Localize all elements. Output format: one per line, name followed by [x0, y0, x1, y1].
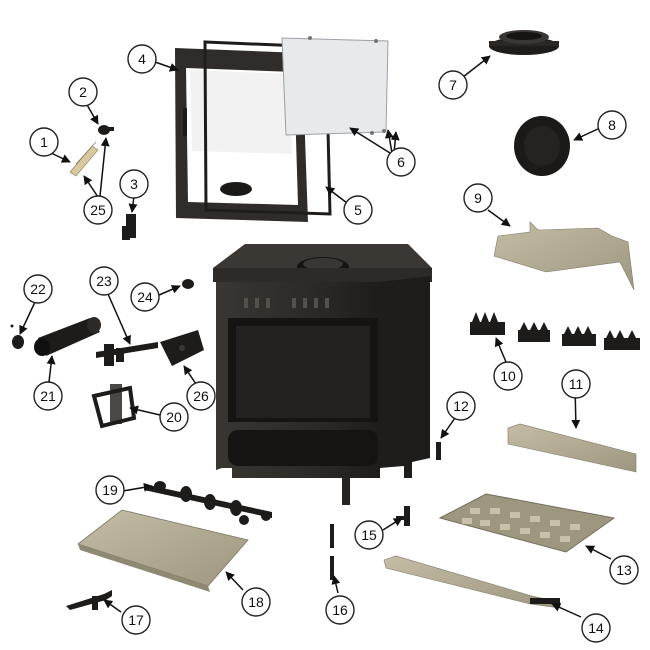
svg-text:14: 14 [588, 620, 604, 636]
callout-7: 7 [438, 70, 468, 100]
part-15-riddling-bracket [396, 506, 410, 526]
svg-text:24: 24 [137, 289, 153, 305]
callout-24: 24 [130, 282, 160, 312]
part-10-firebrick-supports [470, 312, 640, 350]
part-12-clip [436, 442, 441, 460]
svg-text:21: 21 [40, 388, 56, 404]
part-4-door [175, 48, 308, 222]
part-13-grate [438, 493, 616, 553]
svg-text:9: 9 [474, 190, 482, 206]
callout-18: 18 [241, 587, 271, 617]
leader-lines [19, 55, 612, 618]
part-14-ash-grate-bar [383, 555, 561, 609]
svg-text:5: 5 [354, 202, 362, 218]
callout-3: 3 [119, 169, 149, 199]
callout-11: 11 [561, 369, 591, 399]
part-24-small-knob [182, 279, 194, 289]
part-2-handle-knob [98, 125, 114, 135]
svg-text:11: 11 [569, 376, 584, 392]
svg-text:13: 13 [616, 562, 632, 578]
part-7-flue-collar [489, 30, 559, 55]
callout-15: 15 [354, 520, 384, 550]
svg-text:15: 15 [361, 527, 377, 543]
callout-4: 4 [127, 44, 157, 74]
callout-2: 2 [68, 77, 98, 107]
svg-text:10: 10 [500, 368, 516, 384]
callout-5: 5 [343, 195, 373, 225]
part-3-latch [122, 214, 136, 240]
svg-text:8: 8 [608, 117, 616, 133]
svg-text:19: 19 [102, 482, 118, 498]
callout-21: 21 [33, 381, 63, 411]
part-9-baffle [493, 221, 635, 291]
part-22-knob [10, 324, 24, 349]
svg-text:25: 25 [90, 202, 106, 218]
svg-text:4: 4 [138, 51, 146, 67]
part-8-blanking-plate [514, 116, 570, 176]
part-20-bracket [91, 384, 137, 429]
callout-13: 13 [609, 555, 639, 585]
part-26-cover-plate [160, 330, 204, 366]
stove-body [213, 244, 432, 505]
part-6-glass-panel [281, 36, 389, 136]
callout-16: 16 [325, 595, 355, 625]
callout-10: 10 [493, 361, 523, 391]
svg-text:3: 3 [130, 176, 138, 192]
part-21-air-slide [34, 317, 101, 356]
part-1-handle-spring [69, 141, 99, 177]
svg-text:22: 22 [30, 281, 46, 297]
svg-text:6: 6 [397, 154, 405, 170]
part-23-air-control-rod [96, 342, 158, 366]
svg-text:2: 2 [79, 84, 87, 100]
part-11-front-firebar [507, 423, 637, 473]
callout-8: 8 [597, 110, 627, 140]
callout-19: 19 [95, 475, 125, 505]
callout-6: 6 [386, 147, 416, 177]
part-18-ash-pan [77, 509, 249, 592]
svg-text:23: 23 [96, 273, 112, 289]
svg-text:12: 12 [453, 398, 469, 414]
callout-17: 17 [121, 605, 151, 635]
callout-22: 22 [23, 274, 53, 304]
callout-14: 14 [581, 613, 611, 643]
callout-12: 12 [446, 391, 476, 421]
svg-text:7: 7 [449, 77, 457, 93]
callout-9: 9 [463, 183, 493, 213]
part-17-riddling-tool [66, 590, 112, 610]
svg-text:1: 1 [40, 134, 48, 150]
svg-text:17: 17 [128, 612, 144, 628]
callout-23: 23 [89, 266, 119, 296]
svg-text:16: 16 [332, 602, 348, 618]
callout-1: 1 [29, 127, 59, 157]
part-16-hinge-pins [330, 524, 334, 580]
svg-text:18: 18 [248, 594, 264, 610]
svg-text:20: 20 [166, 409, 182, 425]
part-19-grate-rail [144, 481, 272, 525]
callout-20: 20 [159, 402, 189, 432]
callout-26: 26 [186, 381, 216, 411]
callout-25: 25 [83, 195, 113, 225]
svg-text:26: 26 [193, 388, 209, 404]
